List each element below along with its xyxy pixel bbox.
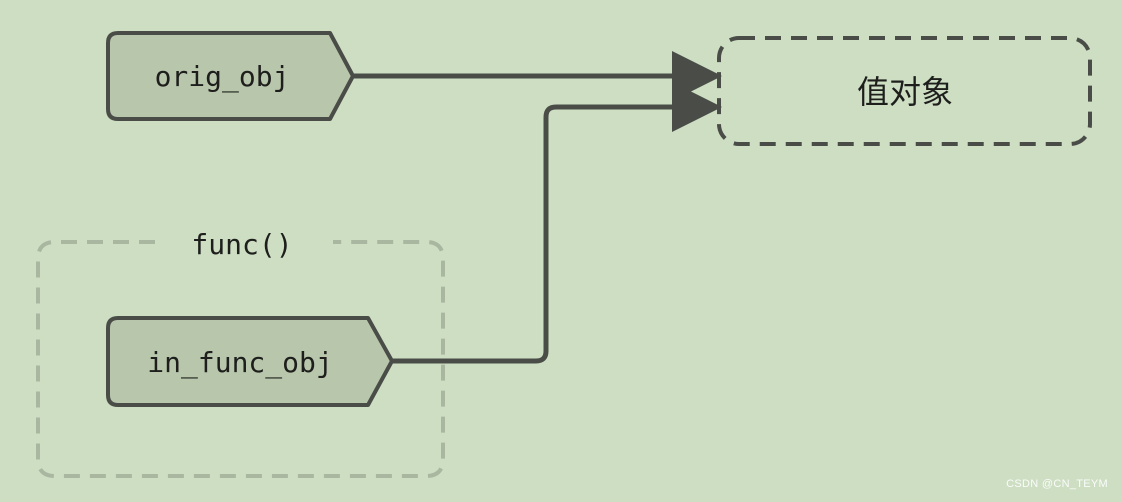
value-object-border xyxy=(717,36,1092,146)
value-object-label: 值对象 xyxy=(857,73,953,111)
edge-in-func-obj-to-value-object xyxy=(393,82,722,364)
func-group-label: func() xyxy=(191,228,292,261)
orig-obj-node: orig_obj xyxy=(106,31,355,121)
value-object-node: 值对象 xyxy=(717,36,1092,146)
in-func-obj-label: in_func_obj xyxy=(147,346,332,380)
func-group-border xyxy=(36,240,445,478)
orig-obj-shape xyxy=(106,31,355,121)
edges xyxy=(354,51,722,364)
orig-obj-label: orig_obj xyxy=(155,60,290,94)
in-func-obj-shape xyxy=(106,316,394,407)
in-func-obj-node: in_func_obj xyxy=(106,316,394,407)
func-group: func() xyxy=(36,228,445,478)
watermark: CSDN @CN_TEYM xyxy=(1006,478,1108,490)
